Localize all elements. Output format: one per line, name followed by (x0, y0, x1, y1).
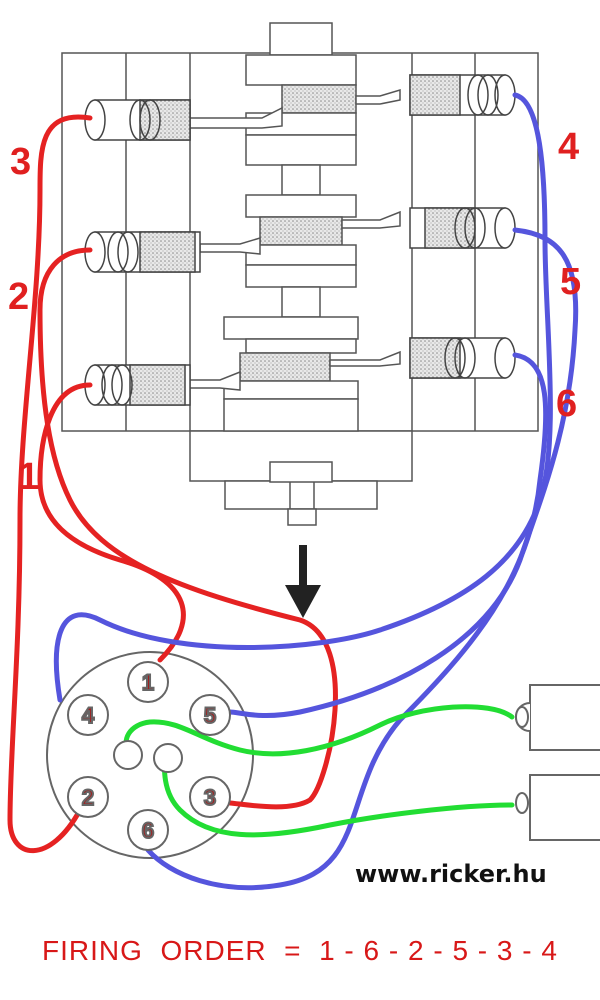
distributor-terminal-3: 3 (189, 776, 231, 818)
cylinder-2 (84, 231, 201, 273)
distributor-terminals: 1 5 3 6 2 4 (67, 661, 231, 851)
distributor-terminal-1: 1 (127, 661, 169, 703)
cylinder-5 (409, 207, 516, 249)
cylinder-label-6: 6 (556, 383, 578, 425)
cylinder-4 (409, 74, 516, 116)
terminal-label-5: 5 (204, 703, 216, 728)
left-bank-cylinders (84, 99, 201, 406)
distributor-terminal-2: 2 (67, 776, 109, 818)
distributor-center-terminal-b (153, 743, 183, 773)
coil-wires (123, 704, 515, 838)
firing-order: FIRING ORDER = 1 - 6 - 2 - 5 - 3 - 4 (0, 935, 600, 967)
coil-wire-upper (123, 704, 515, 758)
website-url[interactable]: www.ricker.hu (355, 860, 547, 888)
coil-wire-lower (161, 752, 515, 838)
firing-order-sequence: 1 - 6 - 2 - 5 - 3 - 4 (319, 935, 558, 966)
terminal-label-4: 4 (82, 703, 95, 728)
cylinder-1 (84, 364, 191, 406)
connecting-rods (189, 88, 401, 391)
cylinder-3 (84, 99, 191, 141)
distributor-terminal-4: 4 (67, 694, 109, 736)
cylinder-label-5: 5 (560, 261, 582, 303)
cylinder-label-1: 1 (18, 456, 40, 498)
arrow-down-icon (285, 545, 321, 618)
ignition-coil-1 (515, 684, 600, 751)
terminal-label-2: 2 (82, 785, 94, 810)
terminal-label-3: 3 (204, 785, 216, 810)
cylinder-label-3: 3 (10, 141, 32, 183)
terminal-label-1: 1 (142, 670, 154, 695)
firing-order-prefix: FIRING ORDER = (42, 935, 302, 966)
left-bank-wires (7, 114, 338, 854)
cylinder-6 (409, 337, 516, 379)
crankshaft (223, 22, 359, 432)
terminal-label-6: 6 (142, 818, 154, 843)
wire-cylinder-2 (37, 247, 338, 810)
distributor-terminal-6: 6 (127, 809, 169, 851)
wire-cylinder-1 (37, 382, 186, 663)
right-bank-wires (53, 92, 579, 891)
ignition-coil-2 (515, 774, 600, 841)
cylinder-label-2: 2 (8, 276, 30, 318)
ignition-coils (515, 684, 600, 841)
distributor-terminal-5: 5 (189, 694, 231, 736)
right-bank-cylinders (409, 74, 516, 379)
distributor-center-terminal-a (113, 740, 143, 770)
wire-cylinder-3 (7, 114, 93, 854)
wire-cylinder-6 (145, 352, 549, 891)
cylinder-label-4: 4 (558, 126, 580, 168)
